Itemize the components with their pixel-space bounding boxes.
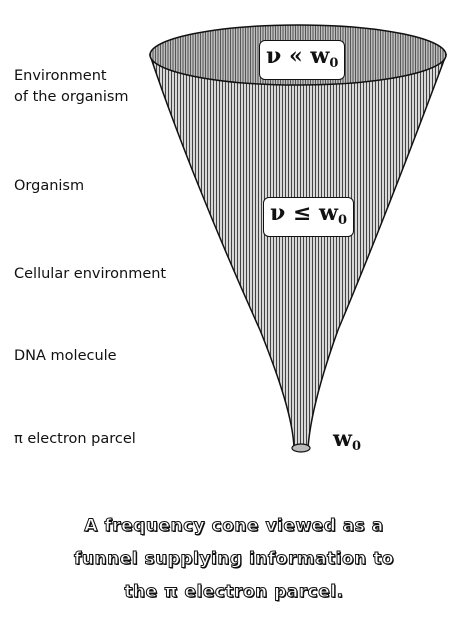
equation-top-sub: 0	[329, 56, 339, 71]
cone-tip-ellipse	[291, 443, 311, 453]
cone-body	[148, 54, 448, 449]
caption-line2: funnel supplying information to	[74, 549, 395, 570]
equation-middle-sub: 0	[338, 213, 348, 228]
equation-middle-lhs: ν	[270, 200, 286, 226]
equation-top-op: «	[288, 43, 303, 69]
label-pi-electron-parcel: π electron parcel	[14, 431, 136, 447]
caption-line1: A frequency cone viewed as a	[84, 516, 384, 537]
label-dna-molecule: DNA molecule	[14, 348, 117, 364]
label-organism: Organism	[14, 178, 85, 194]
tip-symbol: w	[333, 426, 352, 452]
label-cellular-environment: Cellular environment	[14, 266, 167, 282]
equation-top: ν « w0	[259, 40, 346, 80]
equation-middle: ν ≤ w0	[263, 197, 355, 237]
equation-top-rhs: w	[310, 43, 330, 69]
equation-top-lhs: ν	[266, 43, 282, 69]
tip-frequency-label: w0	[333, 426, 361, 454]
label-environment-line2: of the organism	[14, 89, 129, 105]
label-environment-line1: Environment	[14, 68, 107, 84]
caption-line3: the π electron parcel.	[124, 582, 344, 603]
equation-middle-rhs: w	[319, 200, 338, 226]
label-environment: Environment of the organism	[14, 67, 129, 107]
equation-middle-op: ≤	[292, 200, 312, 226]
tip-sub: 0	[351, 439, 361, 454]
